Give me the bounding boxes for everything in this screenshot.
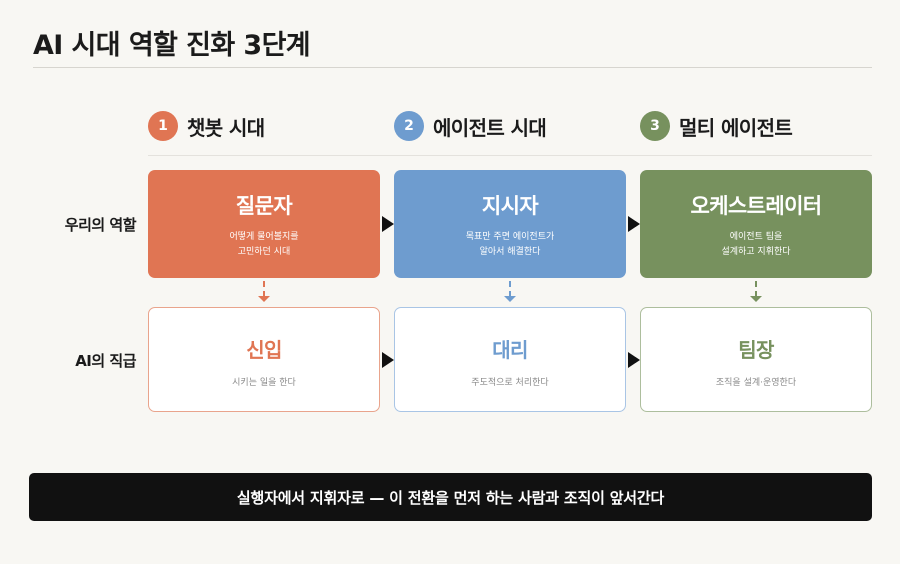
role-title: 지시자 [481,194,539,218]
row-label-rank: AI의 직급 [75,352,136,370]
rank-card-team-lead: 팀장 조직을 설계·운영한다 [640,307,872,412]
arrow-right-icon [382,352,394,368]
role-card-questioner: 질문자 어떻게 물어볼지를 고민하던 시대 [148,170,380,278]
rank-card-junior: 신입 시키는 일을 한다 [148,307,380,412]
role-title: 질문자 [235,194,293,218]
dashed-arrow-down-icon [258,281,270,305]
role-card-orchestrator: 오케스트레이터 에이전트 팀을 설계하고 지휘한다 [640,170,872,278]
stage-label-1: 챗봇 시대 [187,115,265,140]
role-description-line: 에이전트 팀을 [729,232,783,242]
rank-title: 대리 [492,338,528,362]
row-label-role: 우리의 역할 [64,216,137,234]
title-divider [33,67,872,68]
role-description-line: 고민하던 시대 [237,247,291,257]
role-card-director: 지시자 목표만 주면 에이전트가 알아서 해결한다 [394,170,626,278]
stage-label-2: 에이전트 시대 [433,115,547,140]
role-title: 오케스트레이터 [690,194,822,218]
stage-header-3: 3 멀티 에이전트 [640,111,793,141]
rank-description: 주도적으로 처리한다 [471,378,549,388]
rank-title: 신입 [246,338,282,362]
rank-description: 조직을 설계·운영한다 [715,378,797,388]
arrow-right-icon [628,352,640,368]
stage-number-badge-2: 2 [394,111,424,141]
arrow-right-icon [382,216,394,232]
header-divider [148,155,872,156]
stage-number-badge-3: 3 [640,111,670,141]
stage-label-3: 멀티 에이전트 [679,115,793,140]
role-description: 목표만 주면 에이전트가 알아서 해결한다 [394,230,626,260]
rank-title: 팀장 [738,338,774,362]
role-description: 어떻게 물어볼지를 고민하던 시대 [148,230,380,260]
arrow-right-icon [628,216,640,232]
stage-header-1: 1 챗봇 시대 [148,111,265,141]
stage-header-2: 2 에이전트 시대 [394,111,547,141]
page-title: AI 시대 역할 진화 3단계 [33,30,311,61]
stage-number-badge-1: 1 [148,111,178,141]
role-description-line: 설계하고 지휘한다 [721,247,791,257]
role-description-line: 목표만 주면 에이전트가 [465,232,555,242]
summary-banner: 실행자에서 지휘자로 — 이 전환을 먼저 하는 사람과 조직이 앞서간다 [29,473,872,521]
role-description: 에이전트 팀을 설계하고 지휘한다 [640,230,872,260]
rank-description: 시키는 일을 한다 [232,378,296,388]
role-description-line: 어떻게 물어볼지를 [229,232,299,242]
dashed-arrow-down-icon [504,281,516,305]
dashed-arrow-down-icon [750,281,762,305]
role-description-line: 알아서 해결한다 [479,247,541,257]
rank-card-assistant-manager: 대리 주도적으로 처리한다 [394,307,626,412]
